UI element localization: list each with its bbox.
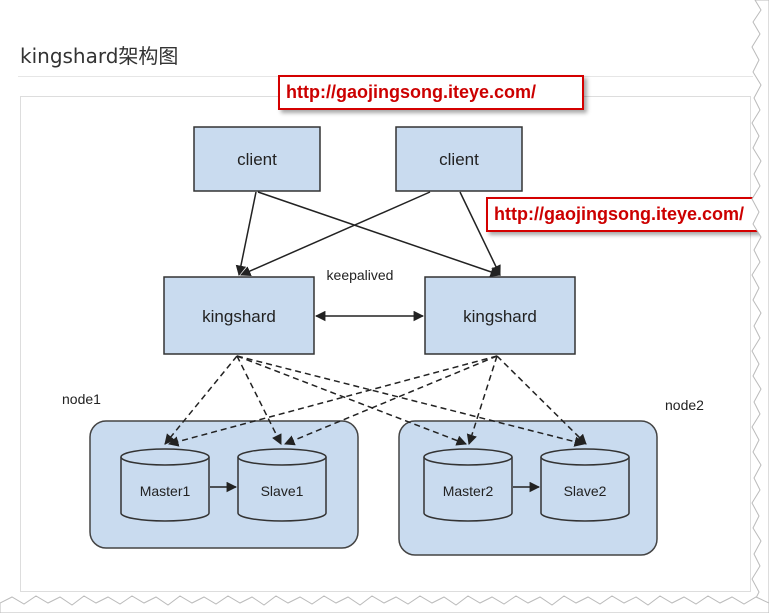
slave1-cylinder bbox=[237, 448, 327, 522]
watermark-url-2: http://gaojingsong.iteye.com/ bbox=[486, 197, 769, 232]
dash-k2-master2 bbox=[466, 355, 498, 446]
client-box-2 bbox=[395, 126, 523, 192]
watermark-url-1: http://gaojingsong.iteye.com/ bbox=[278, 75, 584, 110]
page-title: kingshard架构图 bbox=[20, 44, 179, 68]
dash-k2-slave1 bbox=[284, 355, 498, 446]
torn-edge-bottom bbox=[0, 595, 769, 613]
kingshard-label-1: kingshard bbox=[202, 307, 276, 326]
keepalived-label: keepalived bbox=[327, 267, 394, 283]
client-label-2: client bbox=[439, 150, 479, 169]
torn-edge-right bbox=[751, 0, 769, 613]
node2-label: node2 bbox=[665, 397, 704, 413]
slave2-label: Slave2 bbox=[564, 483, 607, 499]
arrow-client2-kingshard2 bbox=[459, 191, 501, 276]
kingshard-box-1 bbox=[163, 276, 315, 355]
master2-label: Master2 bbox=[443, 483, 494, 499]
kingshard-box-2 bbox=[424, 276, 576, 355]
arrow-client2-kingshard1 bbox=[240, 191, 431, 277]
client-box-1 bbox=[193, 126, 321, 192]
master2-cylinder bbox=[423, 448, 513, 522]
client-label-1: client bbox=[237, 150, 277, 169]
dash-k1-slave1 bbox=[236, 355, 282, 445]
arrow-client1-kingshard2 bbox=[257, 191, 501, 277]
master1-cylinder bbox=[120, 448, 210, 522]
dash-k1-master2 bbox=[236, 355, 467, 446]
master1-label: Master1 bbox=[140, 483, 191, 499]
dash-k1-master1 bbox=[164, 355, 238, 445]
slave1-label: Slave1 bbox=[261, 483, 304, 499]
dash-k2-slave2 bbox=[496, 355, 587, 445]
dash-k2-master1 bbox=[167, 355, 498, 447]
node1-label: node1 bbox=[62, 391, 101, 407]
kingshard-label-2: kingshard bbox=[463, 307, 537, 326]
arrow-client1-kingshard1 bbox=[235, 191, 257, 277]
slave2-cylinder bbox=[540, 448, 630, 522]
